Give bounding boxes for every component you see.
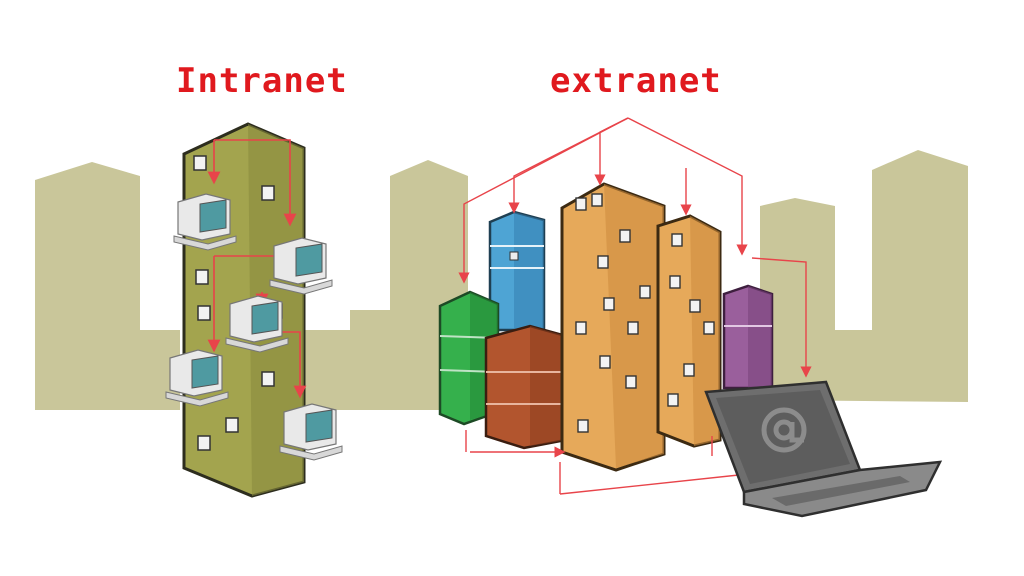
blue-tower [488,210,546,332]
brown-block [484,324,568,450]
intranet-label: Intranet [176,61,348,101]
extranet-arrows [458,117,812,495]
extranet-label: extranet [550,61,722,101]
desktop-computer-icon [279,403,343,461]
orange-tower-tall [560,182,666,472]
at-sign-icon [761,407,807,453]
orange-tower-right [656,214,722,448]
purple-block [722,284,774,390]
background-skyline [35,150,968,410]
laptop-icon [704,380,943,518]
